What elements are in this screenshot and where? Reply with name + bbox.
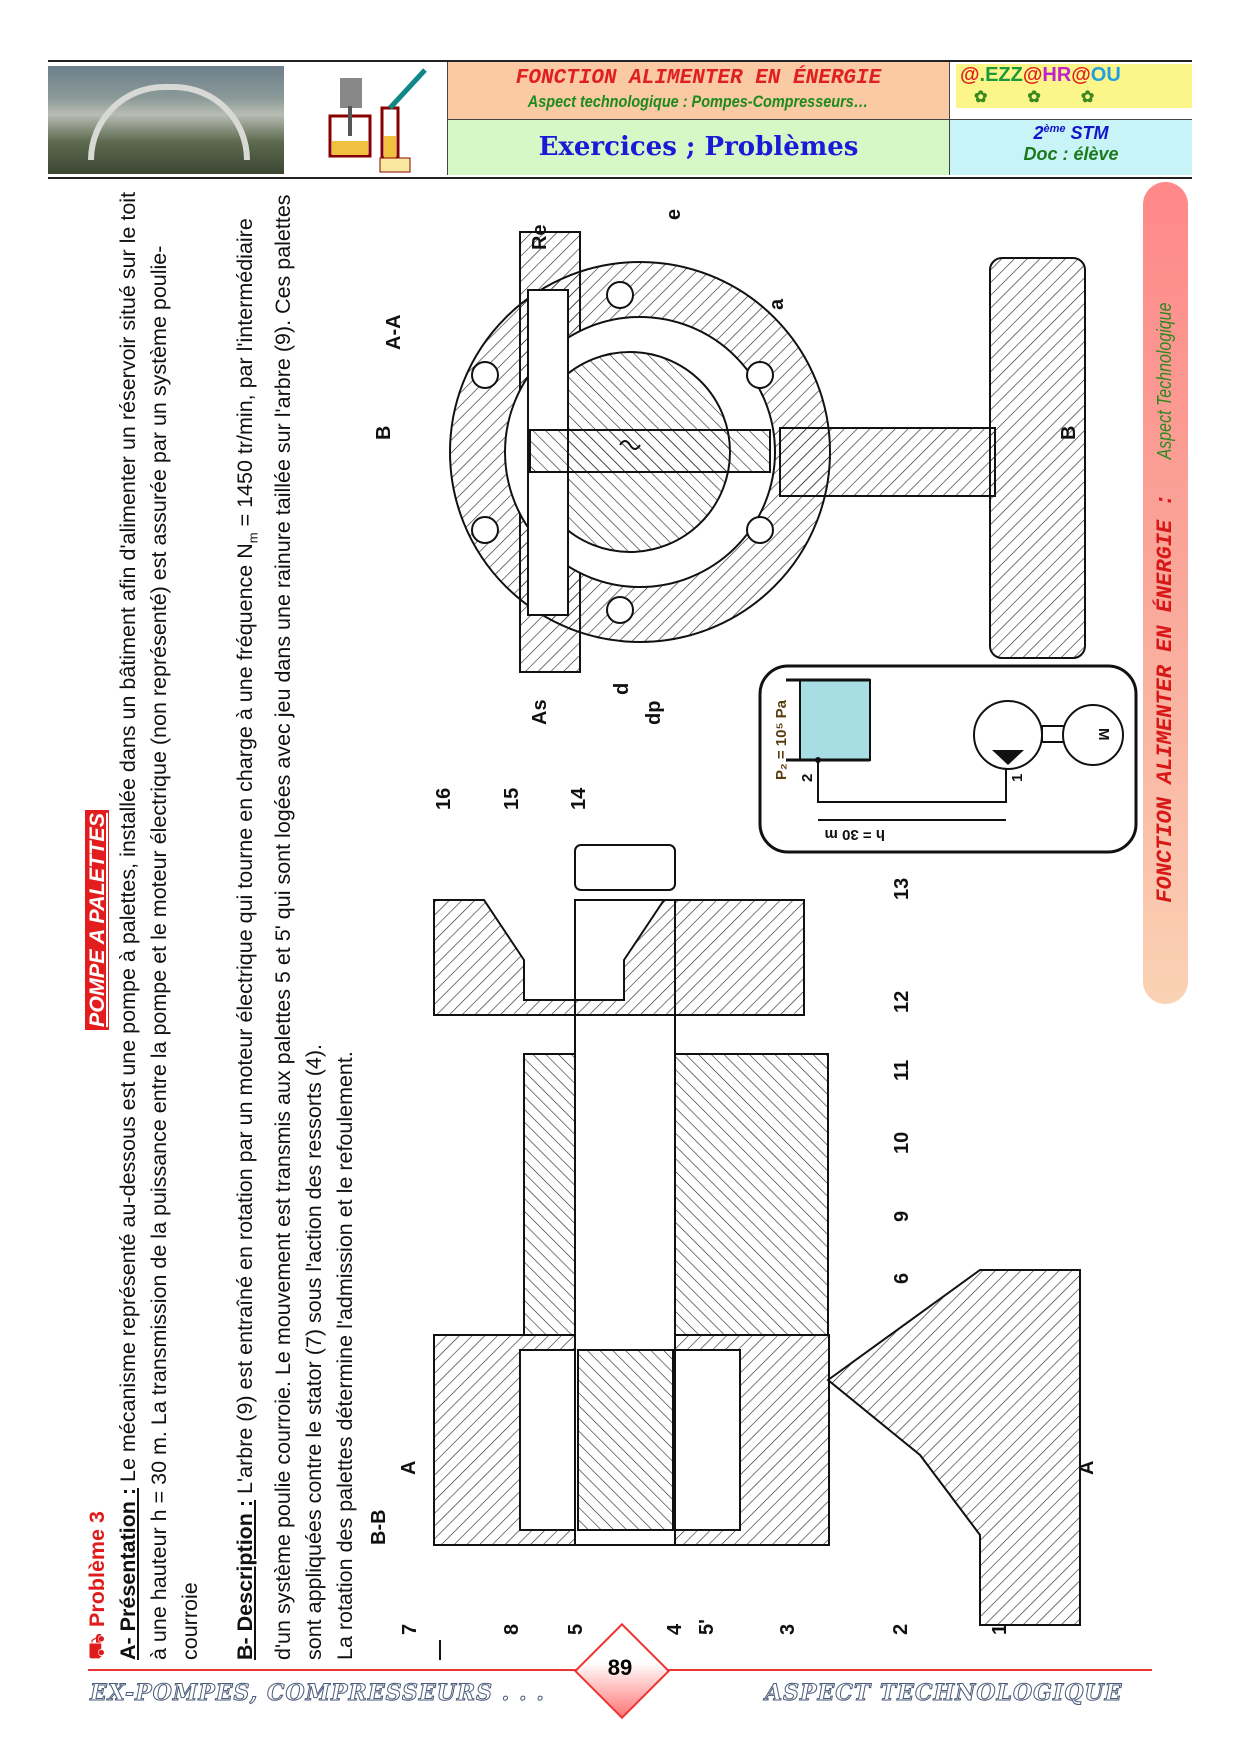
section-b-b (433, 844, 1081, 1660)
part-16: 16 (433, 788, 455, 810)
doc-label: Doc : élève (1023, 144, 1119, 164)
part-15: 15 (501, 788, 523, 810)
label-outlet: Re (529, 224, 551, 250)
label-dim-d: d (611, 683, 633, 695)
label-inlet: As (529, 699, 551, 725)
side-banner: FONCTION ALIMENTER EN ÉNERGIE : Aspect T… (1143, 182, 1188, 1004)
height-label: h = 30 m (825, 826, 885, 843)
part-13: 13 (891, 878, 913, 900)
label-dim-dp: dp (643, 701, 665, 725)
dam-photo (48, 66, 284, 174)
section-a-a (449, 231, 1086, 673)
label-cut-a-bottom: A (1076, 1461, 1098, 1475)
banner-sub: Aspect Technologique (1154, 302, 1176, 460)
hydraulic-schema: P₂ = 10⁵ Pa 2 1 h = 30 m M (758, 664, 1138, 854)
author-logo: @.EZZ@HR@OU ✿✿✿ (956, 64, 1192, 108)
footer-left: EX-POMPES, COMPRESSEURS . . . (90, 1680, 545, 1707)
drawing-labels: A-A B-B B B A A Re As a e d dp 16 15 14 … (368, 209, 1098, 1635)
header-subtitle: Aspect technologique : Pompes-Compresseu… (527, 92, 869, 111)
label-cut-b-bottom: B (1058, 426, 1080, 440)
part-9: 9 (891, 1211, 913, 1222)
part-3: 3 (777, 1624, 799, 1635)
pump-illustration (328, 68, 427, 173)
part-11: 11 (891, 1060, 913, 1081)
pressure-label: P₂ = 10⁵ Pa (773, 699, 790, 780)
exercises-title: Exercices ; Problèmes (538, 132, 859, 162)
part-2: 2 (890, 1624, 912, 1635)
footer-right: ASPECT TECHNOLOGIQUE (764, 1680, 1123, 1707)
motor-label: M (1095, 728, 1112, 741)
label-cut-a-top: A (398, 1461, 420, 1475)
page-header: FONCTION ALIMENTER EN ÉNERGIE Aspect tec… (48, 60, 1192, 179)
header-title: FONCTION ALIMENTER EN ÉNERGIE (515, 67, 882, 90)
part-4: 4 (664, 1623, 686, 1635)
part-12: 12 (891, 991, 913, 1013)
label-section-aa: A-A (383, 314, 405, 350)
part-14: 14 (568, 787, 590, 810)
level-cell: 2ème STM Doc : élève (949, 120, 1192, 175)
title-cell: FONCTION ALIMENTER EN ÉNERGIE (447, 62, 949, 120)
label-section-bb: B-B (368, 1509, 390, 1545)
label-cut-b-top: B (373, 426, 395, 440)
part-5-prime: 5' (696, 1619, 718, 1635)
point-2-label: 2 (799, 774, 816, 782)
point-1-label: 1 (1009, 774, 1026, 782)
part-7: 7 (399, 1624, 421, 1635)
level-label: 2ème STM (1033, 123, 1109, 143)
part-5: 5 (565, 1624, 587, 1635)
part-6: 6 (891, 1273, 913, 1284)
part-10: 10 (891, 1132, 913, 1154)
part-8: 8 (501, 1624, 523, 1635)
page-number: 89 (607, 1655, 633, 1680)
label-dim-a: a (766, 298, 788, 310)
author-cell: @.EZZ@HR@OU ✿✿✿ (949, 62, 1192, 120)
part-1: 1 (989, 1624, 1011, 1635)
exercises-cell: Exercices ; Problèmes (447, 120, 949, 175)
label-dim-e: e (663, 209, 685, 220)
banner-main: FONCTION ALIMENTER EN ÉNERGIE : (1153, 493, 1178, 903)
